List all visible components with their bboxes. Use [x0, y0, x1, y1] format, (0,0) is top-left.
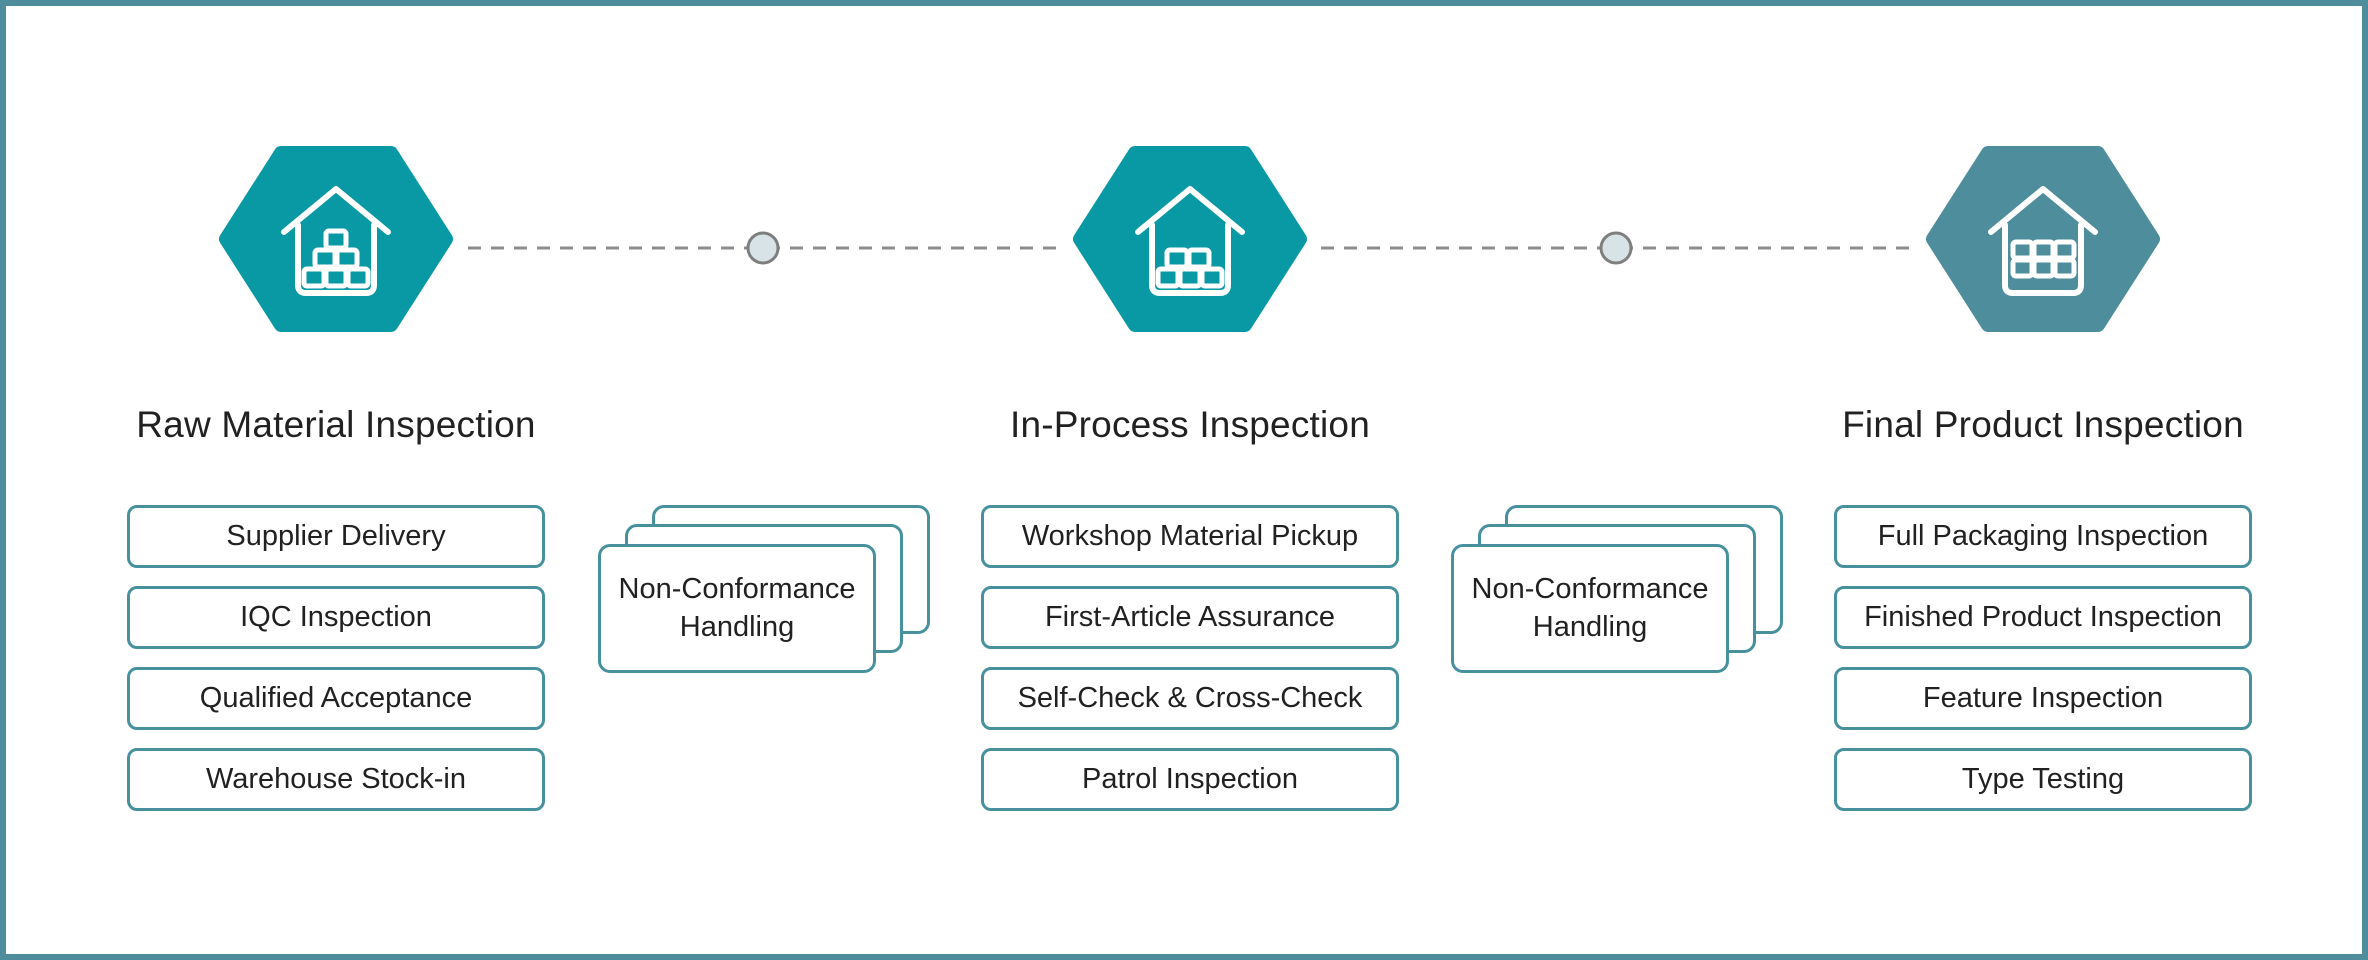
- step-item: Full Packaging Inspection: [1834, 505, 2252, 569]
- stage-final-product-inspection: Final Product Inspection Full Packaging …: [1743, 6, 2343, 829]
- step-item: Patrol Inspection: [981, 748, 1399, 812]
- step-item: IQC Inspection: [127, 586, 545, 650]
- connector-node-circle: [1599, 231, 1633, 265]
- step-item: Supplier Delivery: [127, 505, 545, 569]
- in-process-hexagon: [1073, 146, 1307, 332]
- stage-in-process-inspection: In-Process Inspection Workshop Material …: [890, 6, 1490, 829]
- hexagon-shape: [1073, 146, 1307, 332]
- stage-title: Raw Material Inspection: [136, 404, 536, 445]
- warehouse-boxes-rows-icon: [1135, 186, 1245, 296]
- non-conformance-card: Non-Conformance Handling: [1451, 544, 1729, 673]
- in-process-steps-list: Workshop Material Pickup First-Article A…: [981, 505, 1399, 812]
- final-product-hexagon: [1926, 146, 2160, 332]
- warehouse-boxes-pyramid-icon: [281, 186, 391, 296]
- step-item: Feature Inspection: [1834, 667, 2252, 731]
- hexagon-shape: [219, 146, 453, 332]
- dashed-connector-1: [468, 231, 1058, 265]
- stage-raw-material-inspection: Raw Material Inspection Supplier Deliver…: [36, 6, 636, 829]
- dashed-connector-2: [1321, 231, 1911, 265]
- step-item: Warehouse Stock-in: [127, 748, 545, 812]
- step-item: Workshop Material Pickup: [981, 505, 1399, 569]
- stage-title: Final Product Inspection: [1842, 404, 2244, 445]
- warehouse-boxes-grid-icon: [1988, 186, 2098, 296]
- step-item: Finished Product Inspection: [1834, 586, 2252, 650]
- stage-title: In-Process Inspection: [1010, 404, 1370, 445]
- step-item: Type Testing: [1834, 748, 2252, 812]
- non-conformance-stack-1: Non-Conformance Handling: [598, 505, 932, 675]
- final-product-steps-list: Full Packaging Inspection Finished Produ…: [1834, 505, 2252, 812]
- step-item: Qualified Acceptance: [127, 667, 545, 731]
- non-conformance-card: Non-Conformance Handling: [598, 544, 876, 673]
- step-item: Self-Check & Cross-Check: [981, 667, 1399, 731]
- hexagon-shape: [1926, 146, 2160, 332]
- non-conformance-stack-2: Non-Conformance Handling: [1451, 505, 1785, 675]
- raw-material-steps-list: Supplier Delivery IQC Inspection Qualifi…: [127, 505, 545, 812]
- connector-node-circle: [746, 231, 780, 265]
- raw-material-hexagon: [219, 146, 453, 332]
- step-item: First-Article Assurance: [981, 586, 1399, 650]
